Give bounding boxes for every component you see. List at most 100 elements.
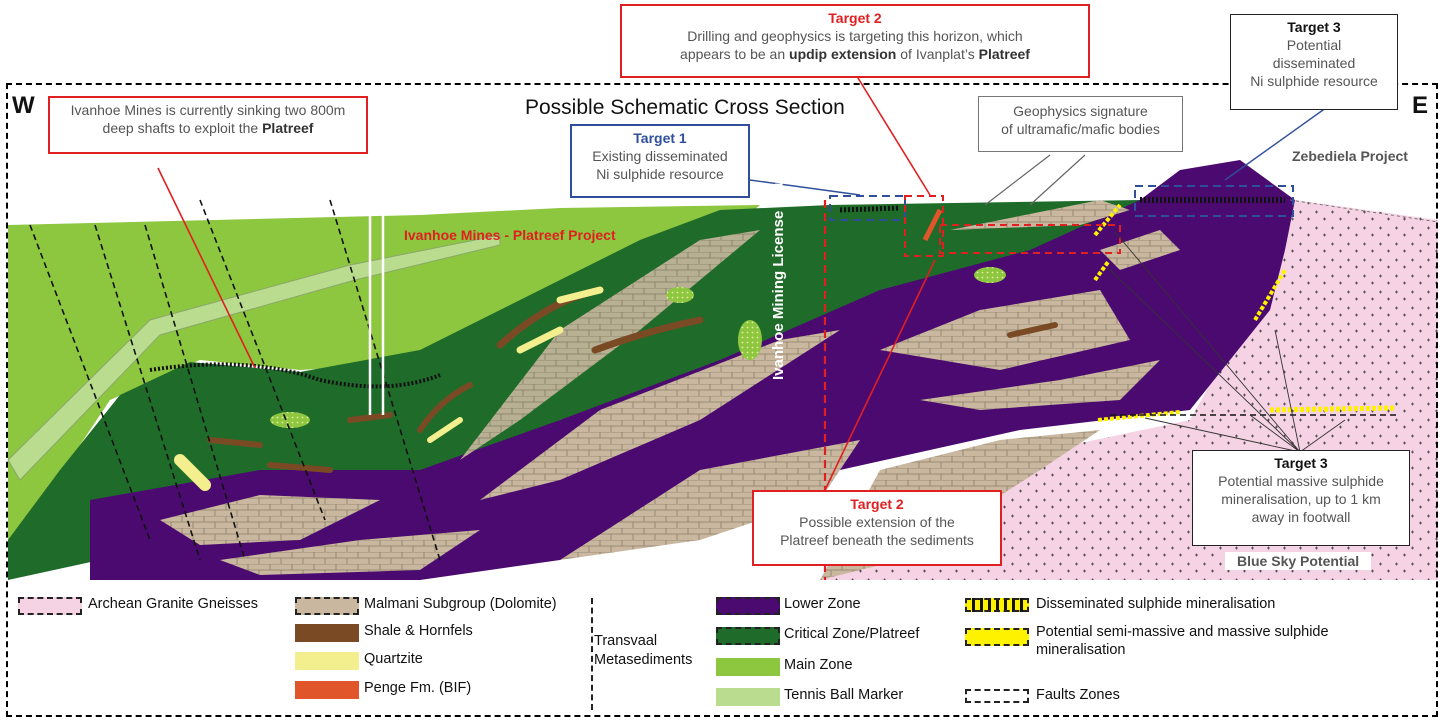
- target3-bottom-heading: Target 3: [1274, 455, 1328, 471]
- tennis-ball-marker-band: [7, 234, 501, 481]
- section-frame: [6, 83, 1438, 717]
- callout-arrow: [1029, 154, 1086, 206]
- transvaal-bracket: [585, 598, 593, 710]
- legend-swatch-tennis: [716, 688, 780, 706]
- figure-title: Possible Schematic Cross Section: [525, 96, 845, 119]
- target2-top-heading: Target 2: [828, 10, 882, 26]
- target3-top-line1: Potential: [1286, 37, 1342, 53]
- ivanhoe-shafts-text: Ivanhoe Mines is currently sinking two 8…: [70, 102, 346, 136]
- target1-callout: Target 1 Existing disseminated Ni sulphi…: [570, 124, 750, 198]
- main-zone-bleb: [974, 267, 1006, 283]
- legend-label-disseminated: Disseminated sulphide mineralisation: [1036, 596, 1276, 612]
- legend-label-quartzite: Quartzite: [364, 651, 423, 667]
- target2-bottom-line2: Platreef beneath the sediments: [780, 532, 974, 548]
- target3-zone-box: [1134, 185, 1294, 217]
- legend-swatch-faults: [965, 689, 1029, 703]
- target3-bottom-line3: away in footwall: [1251, 509, 1351, 525]
- callout-arrow: [1274, 329, 1301, 453]
- massive-sulphide-lens: [1269, 405, 1396, 413]
- legend-label-granite: Archean Granite Gneisses: [88, 596, 259, 612]
- massive-sulphide-lens: [1093, 203, 1122, 237]
- legend-swatch-penge: [295, 681, 359, 699]
- ivanhoe-shafts-callout: Ivanhoe Mines is currently sinking two 8…: [48, 96, 368, 154]
- callout-arrow: [749, 179, 861, 196]
- massive-sulphide-lens: [1093, 260, 1110, 282]
- quartzite-pod: [556, 286, 604, 304]
- legend-label-metasediments: Metasediments: [594, 652, 693, 668]
- main-zone-bleb: [738, 320, 762, 360]
- dolomite-layer: [1100, 230, 1180, 270]
- fault-line: [29, 224, 151, 541]
- target1-line2: Ni sulphide resource: [596, 166, 724, 182]
- callout-arrow: [984, 154, 1051, 206]
- legend-swatch-main: [716, 658, 780, 676]
- target3-bottom-line2: mineralisation, up to 1 km: [1221, 491, 1381, 507]
- compass-east: E: [1412, 92, 1429, 119]
- massive-sulphide-lens: [1097, 410, 1181, 422]
- legend-label-malmani: Malmani Subgroup (Dolomite): [364, 596, 557, 612]
- penge-bif-strip: [922, 208, 943, 242]
- target3-top-heading: Target 3: [1287, 19, 1341, 35]
- dolomite-layer: [920, 360, 1160, 410]
- target2-top-line2a: appears to be an: [680, 46, 790, 62]
- target3-top-line2: disseminated: [1272, 55, 1356, 71]
- callout-arrow: [1299, 419, 1346, 453]
- legend-label-massive-2: mineralisation: [1036, 642, 1126, 658]
- target1-line1: Existing disseminated: [592, 148, 728, 164]
- callout-arrow: [157, 167, 256, 369]
- target2-zone-box: [904, 195, 944, 257]
- surface-line: [1289, 199, 1439, 223]
- target2-bottom-callout: Target 2 Possible extension of the Platr…: [752, 490, 1002, 566]
- dolomite-layer: [560, 440, 860, 560]
- dolomite-layer: [950, 200, 1130, 230]
- geophysics-line2: of ultramafic/mafic bodies: [1001, 121, 1160, 137]
- legend-label-transvaal: Transvaal: [594, 633, 658, 649]
- callout-arrow: [857, 77, 931, 196]
- legend-label-lower: Lower Zone: [784, 596, 861, 612]
- target2-top-line2b: updip extension: [789, 46, 897, 62]
- quartzite-pod: [427, 417, 463, 443]
- ivanhoe-shafts-bold: Platreef: [262, 120, 314, 136]
- compass-west: W: [12, 92, 35, 119]
- quartzite-pod: [516, 326, 564, 354]
- dolomite-layer: [880, 290, 1130, 370]
- callout-arrow: [824, 259, 936, 491]
- target2-top-line2c: of Ivanplat’s: [896, 46, 979, 62]
- target2-top-line1: Drilling and geophysics is targeting thi…: [687, 28, 1023, 44]
- platreef-project-label: Ivanhoe Mines - Platreef Project: [404, 227, 616, 243]
- callout-arrow: [1249, 414, 1301, 453]
- legend-swatch-lower: [716, 597, 780, 615]
- shale-pod: [207, 437, 263, 448]
- callout-arrow: [1114, 231, 1301, 453]
- legend-label-critical: Critical Zone/Platreef: [784, 626, 920, 642]
- dolomite-layer: [160, 495, 380, 545]
- target3-bottom-callout: Target 3 Potential massive sulphide mine…: [1192, 450, 1410, 546]
- fault-line: [329, 199, 441, 561]
- main-zone-bleb: [270, 412, 310, 428]
- legend-label-shale: Shale & Hornfels: [364, 623, 473, 639]
- legend-swatch-shale: [295, 624, 359, 642]
- callout-arrow: [1224, 104, 1331, 181]
- massive-sulphide-lens: [1253, 268, 1287, 322]
- fault-line: [94, 224, 201, 561]
- disseminated-sulphide-horizon: [149, 362, 441, 389]
- callout-arrow: [1144, 417, 1301, 453]
- dolomite-layer: [480, 330, 840, 500]
- main-zone-bleb: [666, 287, 694, 303]
- shale-pod: [417, 382, 473, 433]
- legend-swatch-critical: [716, 627, 780, 645]
- target2-top-callout: Target 2 Drilling and geophysics is targ…: [620, 4, 1090, 78]
- legend-label-tennis: Tennis Ball Marker: [784, 687, 904, 703]
- target1-zone-box: [829, 195, 906, 221]
- target2-top-line2d: Platreef: [978, 46, 1030, 62]
- target3-top-callout: Target 3 Potential disseminated Ni sulph…: [1230, 14, 1398, 110]
- callout-arrow: [1107, 267, 1301, 453]
- license-boundary-label: Ivanhoe Mining License Boundary: [770, 136, 787, 380]
- target2-bottom-line1: Possible extension of the: [799, 514, 955, 530]
- dolomite-layer: [220, 530, 480, 575]
- legend-label-faults: Faults Zones: [1036, 687, 1120, 703]
- target3-bottom-line1: Potential massive sulphide: [1218, 473, 1384, 489]
- target2-bottom-heading: Target 2: [850, 496, 904, 512]
- fault-line: [144, 224, 246, 561]
